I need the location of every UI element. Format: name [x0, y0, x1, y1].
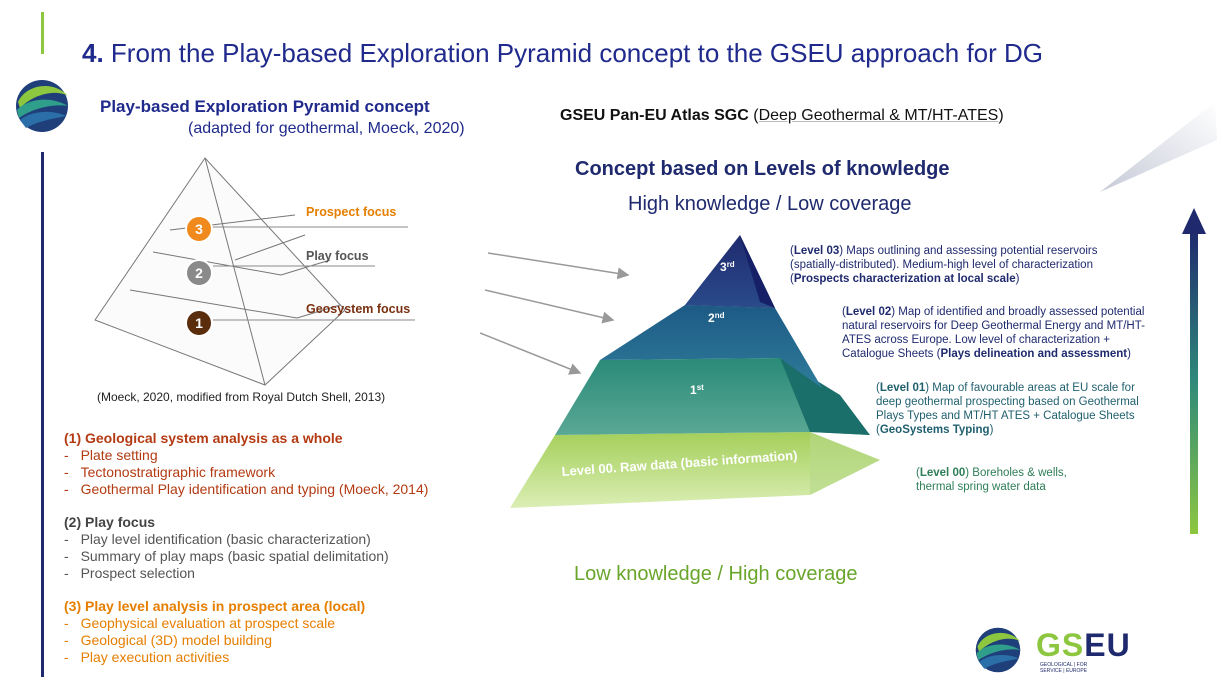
gseu-logo-bottom-icon: [975, 627, 1021, 673]
right-heading-underlined: Deep Geothermal & MT/HT-ATES: [758, 107, 999, 124]
section3-item: Play execution activities: [64, 649, 365, 666]
gseu-wordmark: GSEU: [1036, 627, 1131, 663]
tier-3-label: 3rd: [720, 260, 735, 274]
right-heading-bold: GSEU Pan-EU Atlas SGC: [560, 107, 749, 124]
connector-arrows: [480, 252, 630, 375]
level-02-description: (Level 02) Map of identified and broadly…: [842, 306, 1145, 360]
level-3-circle: [185, 215, 213, 243]
section2-heading: (2) Play focus: [64, 514, 156, 530]
knowledge-levels-pyramid: 3rd 2nd 1st Level 00. Raw data (basic in…: [510, 235, 880, 508]
tier-level-03: [685, 235, 775, 308]
section1-item: Plate setting: [64, 447, 428, 464]
gseu-logo-icon: [16, 80, 68, 132]
geosystem-focus-label: Geosystem focus: [306, 302, 410, 316]
high-knowledge-label: High knowledge / Low coverage: [628, 193, 912, 215]
circle-label-1: 1: [195, 315, 203, 331]
section1-item: Tectonostratigraphic framework: [64, 464, 428, 481]
tier-1-label: 1st: [690, 383, 704, 397]
slide-title: 4. From the Play-based Exploration Pyram…: [82, 38, 1043, 69]
pyramid-caption: (Moeck, 2020, modified from Royal Dutch …: [97, 390, 386, 404]
prospect-focus-label: Prospect focus: [306, 205, 396, 219]
play-focus-label: Play focus: [306, 249, 369, 263]
left-subheading: (adapted for geothermal, Moeck, 2020): [188, 120, 465, 137]
section2-item: Summary of play maps (basic spatial deli…: [64, 548, 389, 565]
section-geological-system: (1) Geological system analysis as a whol…: [64, 430, 428, 498]
section-play-level-analysis: (3) Play level analysis in prospect area…: [64, 598, 365, 666]
title-number: 4.: [82, 38, 104, 68]
circle-label-3: 3: [195, 221, 203, 237]
circle-label-2: 2: [195, 265, 203, 281]
section3-item: Geological (3D) model building: [64, 632, 365, 649]
section3-heading: (3) Play level analysis in prospect area…: [64, 598, 366, 614]
exploration-pyramid-diagram: 3 2 1 Prospect focus Play focus Geosyste…: [94, 157, 415, 386]
decorative-wedge: [1100, 102, 1217, 192]
left-heading: Play-based Exploration Pyramid concept: [100, 97, 430, 116]
tier-level-01-side: [780, 358, 870, 435]
section-play-focus: (2) Play focus Play level identification…: [64, 514, 389, 582]
level-1-circle: [185, 309, 213, 337]
right-heading-paren-open: (: [748, 107, 759, 124]
level-2-circle: [185, 259, 213, 287]
section2-item: Prospect selection: [64, 565, 389, 582]
tier-level-03-side: [740, 235, 775, 308]
tier-level-00: [510, 432, 880, 508]
section1-heading: (1) Geological system analysis as a whol…: [64, 430, 343, 446]
concept-heading: Concept based on Levels of knowledge: [575, 158, 950, 180]
right-heading: GSEU Pan-EU Atlas SGC (Deep Geothermal &…: [560, 107, 1004, 125]
tier-level-02: [600, 305, 822, 388]
section2-item: Play level identification (basic charact…: [64, 531, 389, 548]
level-03-description: (Level 03) Maps outlining and assessing …: [790, 245, 1098, 285]
title-text: From the Play-based Exploration Pyramid …: [103, 38, 1044, 68]
section3-item: Geophysical evaluation at prospect scale: [64, 615, 365, 632]
accent-bar-top: [41, 12, 44, 54]
level-00-description: (Level 00) Boreholes & wells, thermal sp…: [916, 467, 1067, 493]
accent-bar-left: [41, 152, 44, 677]
right-heading-paren-close: ): [998, 107, 1004, 124]
section1-item: Geothermal Play identification and typin…: [64, 481, 429, 498]
tier-level-00-side: [810, 432, 880, 495]
level-01-description: (Level 01) Map of favourable areas at EU…: [876, 382, 1139, 436]
knowledge-arrow-icon: [1182, 208, 1206, 534]
tier-2-label: 2nd: [708, 311, 725, 325]
low-knowledge-label: Low knowledge / High coverage: [574, 563, 858, 585]
